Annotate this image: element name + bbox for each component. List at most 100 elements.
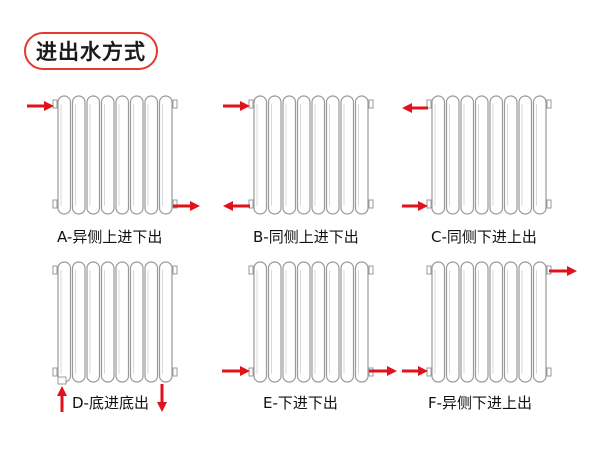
radiator-column [158, 95, 173, 215]
arrow-head [44, 101, 54, 111]
radiator-column [354, 261, 369, 383]
section-title: 进出水方式 [24, 32, 158, 70]
radiator-column [474, 95, 489, 215]
arrow-head [240, 101, 250, 111]
pipe-stub-bottom-left [52, 199, 58, 209]
arrow-head [190, 201, 200, 211]
radiator-column [325, 261, 340, 383]
radiator-e [248, 261, 374, 383]
radiator-column [296, 95, 311, 215]
radiator-c [426, 95, 552, 215]
pipe-stub-bottom-right [172, 367, 178, 377]
radiator-column [431, 261, 446, 383]
caption-d: D-底进底出 [72, 394, 149, 412]
radiator-column [489, 95, 504, 215]
radiator-column [518, 261, 533, 383]
arrow-head [223, 201, 233, 211]
pipe-stub-bottom-left [248, 199, 254, 209]
radiator-column [267, 95, 282, 215]
radiator-column [311, 261, 326, 383]
radiator-d [52, 261, 178, 383]
outlet-arrow-d [157, 384, 167, 412]
radiator-column [129, 95, 144, 215]
pipe-stub-bottom-left [426, 367, 432, 377]
outlet-arrow-b [223, 201, 250, 211]
radiator-column [503, 95, 518, 215]
radiator-column [460, 95, 475, 215]
radiator-column [282, 261, 297, 383]
radiator-column [431, 95, 446, 215]
inlet-arrow-c [402, 201, 428, 211]
radiator-column [460, 261, 475, 383]
arrow-head [387, 366, 397, 376]
radiator-column [325, 95, 340, 215]
pipe-stub-bottom-right [368, 199, 374, 209]
pipe-stub-bottom-left [52, 367, 58, 377]
bottom-valve-left [57, 376, 67, 385]
radiator-column [282, 95, 297, 215]
pipe-stub-top-right [172, 265, 178, 275]
pipe-stub-top-right [368, 265, 374, 275]
radiator-column [253, 95, 268, 215]
radiator-b [248, 95, 374, 215]
radiator-column [532, 261, 547, 383]
pipe-stub-bottom-right [546, 367, 552, 377]
radiator-column [253, 261, 268, 383]
pipe-stub-top-left [426, 99, 432, 109]
pipe-stub-bottom-left [426, 199, 432, 209]
radiator-column [115, 95, 130, 215]
pipe-stub-bottom-left [248, 367, 254, 377]
arrow-head [418, 366, 428, 376]
radiator-column [503, 261, 518, 383]
section-title-text: 进出水方式 [36, 40, 146, 64]
radiator-column [311, 95, 326, 215]
outlet-arrow-a [173, 201, 200, 211]
radiator-column [57, 95, 72, 215]
arrow-head [240, 366, 250, 376]
caption-a: A-异侧上进下出 [57, 228, 163, 246]
radiator-column [474, 261, 489, 383]
outlet-arrow-f [549, 266, 577, 276]
inlet-arrow-a [27, 101, 54, 111]
radiator-column [115, 261, 130, 383]
pipe-stub-top-right [172, 99, 178, 109]
inlet-arrow-e [222, 366, 250, 376]
arrow-head [567, 266, 577, 276]
arrow-head [402, 103, 412, 113]
pipe-stub-top-left [52, 99, 58, 109]
inlet-arrow-d [57, 386, 67, 412]
inlet-arrow-b [223, 101, 250, 111]
pipe-stub-top-right [546, 99, 552, 109]
radiator-column [354, 95, 369, 215]
caption-f: F-异侧下进上出 [428, 394, 533, 412]
radiator-column [71, 261, 86, 383]
inlet-arrow-f [402, 366, 428, 376]
pipe-stub-bottom-right [546, 199, 552, 209]
radiator-column [296, 261, 311, 383]
arrow-head [418, 201, 428, 211]
radiator-column [518, 95, 533, 215]
radiator-column [340, 95, 355, 215]
pipe-stub-bottom-right [172, 199, 178, 209]
radiator-column [71, 95, 86, 215]
radiator-column [86, 261, 101, 383]
radiator-a [52, 95, 178, 215]
arrow-head [57, 386, 67, 396]
radiator-column [340, 261, 355, 383]
radiator-column [158, 261, 173, 383]
radiator-column [532, 95, 547, 215]
radiator-column [100, 261, 115, 383]
radiator-column [86, 95, 101, 215]
pipe-stub-top-left [248, 265, 254, 275]
radiator-column [445, 261, 460, 383]
pipe-stub-top-left [52, 265, 58, 275]
radiator-column [267, 261, 282, 383]
caption-e: E-下进下出 [263, 394, 338, 412]
outlet-arrow-c [402, 103, 428, 113]
radiator-column [57, 261, 72, 383]
outlet-arrow-e [369, 366, 397, 376]
radiator-f [426, 261, 552, 383]
radiator-column [144, 261, 159, 383]
pipe-stub-top-left [426, 265, 432, 275]
